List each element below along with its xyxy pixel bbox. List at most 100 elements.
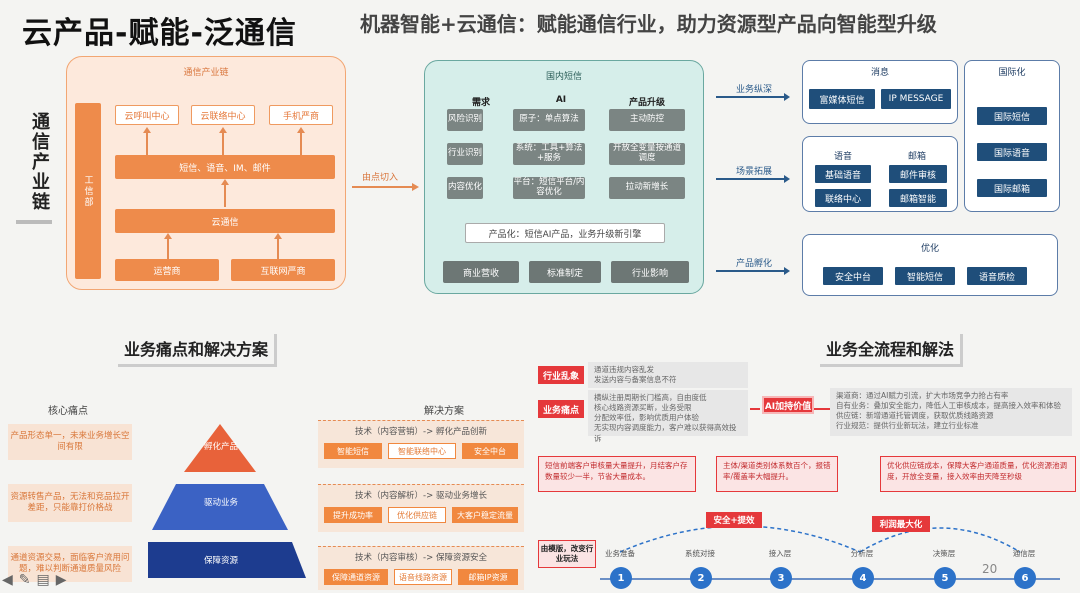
solution-caption: 技术（内容审核）-> 保障资源安全 xyxy=(355,553,487,563)
pen-icon[interactable]: ✎ xyxy=(18,572,31,588)
section-title-flow: 业务全流程和解法 xyxy=(820,334,964,367)
step-circle: 1 xyxy=(610,567,632,589)
industry-notes: 通道违规内容乱发 发送内容与备案信息不符 xyxy=(588,362,748,388)
pain-item: 产品形态单一，未来业务增长空间有限 xyxy=(8,424,132,460)
pain-points-tag: 业务痛点 xyxy=(538,400,584,418)
solution-tag: 大客户稳定流量 xyxy=(452,507,518,523)
message-item: 富媒体短信 xyxy=(809,89,875,109)
sms-cell: 平台：短信平台/内容优化 xyxy=(513,177,585,199)
pyramid-diagram xyxy=(148,424,306,578)
note-line: 无实现内容调度能力，客户难以获得高效投诉 xyxy=(594,423,737,443)
step-label: 接入层 xyxy=(768,549,792,558)
box-caption: 国际化 xyxy=(998,68,1026,78)
solution-column-title: 解决方案 xyxy=(424,406,464,417)
step-label: 决策层 xyxy=(932,549,956,558)
channels-box: 短信、语音、IM、邮件 xyxy=(115,155,335,179)
industry-chaos-tag: 行业乱象 xyxy=(538,366,584,384)
box-caption: 消息 xyxy=(870,68,889,78)
slide-subtitle: 机器智能+云通信：赋能通信行业，助力资源型产品向智能型升级 xyxy=(360,12,937,36)
solution-tag: 提升成功率 xyxy=(324,507,382,523)
note-line: 核心线路资源买断，业务受限 xyxy=(594,403,692,413)
voice-item: 基础语音 xyxy=(815,165,871,183)
note-line: 行业规范：提供行业新玩法，建立行业标准 xyxy=(836,421,979,431)
solution-tag: 安全中台 xyxy=(462,443,518,459)
pain-notes: 横纵注册周期长门槛高，自由度低 核心线路资源买断，业务受限 分配效率低，影响优质… xyxy=(588,390,748,443)
benefit-tag: 安全+提效 xyxy=(706,512,762,528)
chain-bottom-item: 互联网严商 xyxy=(231,259,335,281)
step-circle: 2 xyxy=(690,567,712,589)
solution-group: 技术（内容审核）-> 保障资源安全 保障通道资源 语音线路资源 邮箱IP资源 xyxy=(318,546,524,590)
optimize-box: 优化 安全中台 智能短信 语音质检 xyxy=(802,234,1058,296)
solution-tag: 优化供应链 xyxy=(388,507,446,523)
col-header: 需求 xyxy=(471,98,490,108)
box-caption: 优化 xyxy=(920,244,939,254)
step-label: 系统对接 xyxy=(685,549,715,558)
next-slide-icon[interactable]: ▶ xyxy=(55,572,67,588)
lever-box: 由模版，改变行业玩法 xyxy=(538,540,596,568)
outcome-box: 商业营收 xyxy=(443,261,519,283)
optimize-item: 语音质检 xyxy=(967,267,1027,285)
page-title: 云产品-赋能-泛通信 xyxy=(22,16,297,51)
voice-mail-box: 语音 邮箱 基础语音 联络中心 邮件审核 邮箱智能 xyxy=(802,136,958,212)
arrow-label-deep: 业务纵深 xyxy=(736,85,773,95)
sms-cell: 原子：单点算法 xyxy=(513,109,585,131)
step-circle: 6 xyxy=(1014,567,1036,589)
sms-cell: 主动防控 xyxy=(609,109,685,131)
chain-bottom-item: 运营商 xyxy=(115,259,219,281)
arrow-label-expand: 场景拓展 xyxy=(736,167,773,177)
entry-arrow-label: 由点切入 xyxy=(362,173,399,183)
note-line: 渠道商：通过AI赋力引流，扩大市场竞争力抢占有率 xyxy=(836,391,1009,400)
intl-item: 国际邮箱 xyxy=(977,179,1047,197)
solution-caption: 技术（内容营销）-> 孵化产品创新 xyxy=(355,427,487,437)
note-line: 发送内容与备案信息不符 xyxy=(594,375,677,385)
section-title-pain: 业务痛点和解决方案 xyxy=(118,334,278,367)
flow-arcs xyxy=(619,525,1021,553)
intl-item: 国际语音 xyxy=(977,143,1047,161)
intl-item: 国际短信 xyxy=(977,107,1047,125)
chain-top-item: 云呼叫中心 xyxy=(115,105,179,125)
step-label: 分析层 xyxy=(850,549,874,558)
note-line: 分配效率低，影响优质用户体验 xyxy=(594,413,699,423)
productize-box: 产品化：短信AI产品，业务升级新引擎 xyxy=(465,223,665,243)
pain-column-title: 核心痛点 xyxy=(48,406,88,417)
slides-grid-icon[interactable]: ▤ xyxy=(36,572,50,588)
mail-item: 邮箱智能 xyxy=(889,189,947,207)
optimize-item: 智能短信 xyxy=(895,267,955,285)
sms-cell: 风险识别 xyxy=(447,109,483,131)
arrow-label-incubate: 产品孵化 xyxy=(736,259,773,269)
international-box: 国际化 国际短信 国际语音 国际邮箱 xyxy=(964,60,1060,212)
chain-top-item: 云联络中心 xyxy=(191,105,255,125)
solution-tag: 语音线路资源 xyxy=(394,569,452,585)
sms-cell: 系统：工具+算法+服务 xyxy=(513,143,585,165)
benefit-note: 优化供应链成本，保障大客户通道质量，优化资源池调度，开放全变量，接入效率由天降至… xyxy=(880,456,1076,492)
pain-item: 资源转售产品，无法和竞品拉开差距，只能靠打价格战 xyxy=(8,484,132,522)
solution-tag: 智能联络中心 xyxy=(388,443,456,459)
sms-cell: 拉动新增长 xyxy=(609,177,685,199)
step-circle: 5 xyxy=(934,567,956,589)
page-number: 20 xyxy=(982,562,998,576)
chain-top-item: 手机严商 xyxy=(269,105,333,125)
pyramid-label: 孵化产品 xyxy=(203,442,238,452)
solution-caption: 技术（内容解析）-> 驱动业务增长 xyxy=(355,491,487,501)
side-label-box: 工信部 xyxy=(75,103,101,279)
note-line: 横纵注册周期长门槛高，自由度低 xyxy=(594,393,707,402)
step-label: 业务准备 xyxy=(605,549,635,558)
benefit-tag: 利润最大化 xyxy=(872,516,930,532)
pyramid-label: 保障资源 xyxy=(203,556,238,566)
note-line: 自有业务：叠加安全能力，降低人工审核成本，提高接入效率和体验 xyxy=(836,401,1061,411)
previous-slide-icon[interactable]: ◀ xyxy=(2,572,13,588)
domestic-sms-panel: 国内短信 需求 AI 产品升级 风险识别 原子：单点算法 主动防控 行业识别 系… xyxy=(424,60,704,294)
note-line: 通道违规内容乱发 xyxy=(594,365,654,374)
benefit-note: 短信前端客户审核量大量提升，月结客户存数量较少一半，节省大量成本。 xyxy=(538,456,696,492)
solution-tag: 智能短信 xyxy=(324,443,382,459)
col-header: 产品升级 xyxy=(628,98,665,108)
mail-item: 邮件审核 xyxy=(889,165,947,183)
value-notes: 渠道商：通过AI赋力引流，扩大市场竞争力抢占有率 自有业务：叠加安全能力，降低人… xyxy=(830,388,1072,436)
ai-value-tag: AI加持价值 xyxy=(762,396,814,414)
benefit-note: 主体/渠道类别体系数百个，报错率/覆盖率大幅提升。 xyxy=(716,456,838,492)
optimize-item: 安全中台 xyxy=(823,267,883,285)
box-caption: 邮箱 xyxy=(907,152,926,162)
solution-tag: 保障通道资源 xyxy=(324,569,388,585)
outcome-box: 标准制定 xyxy=(529,261,601,283)
step-circle: 3 xyxy=(770,567,792,589)
